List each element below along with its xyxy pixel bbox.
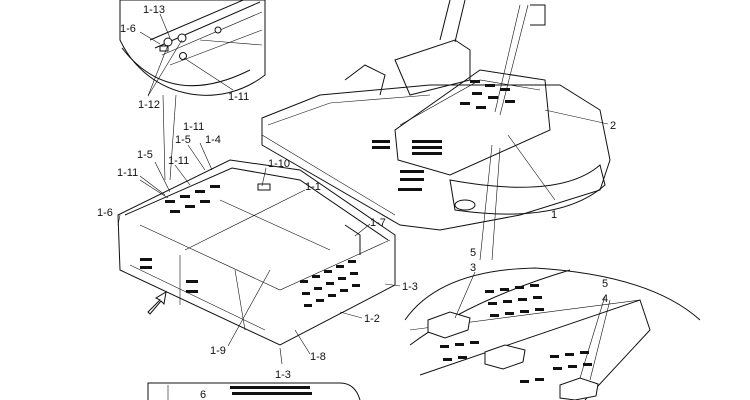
callout-1-5-a: 1-5 bbox=[175, 134, 191, 146]
callout-1-3-right: 1-3 bbox=[402, 281, 418, 293]
main-leaders bbox=[479, 4, 609, 261]
callout-4: 4 bbox=[602, 293, 608, 305]
callout-1-8: 1-8 bbox=[310, 351, 326, 363]
detail-leaders bbox=[139, 13, 234, 181]
detail-circle-bottom-right bbox=[404, 267, 701, 400]
excavator-upper-structure bbox=[261, 0, 611, 231]
callout-1-3-bottom: 1-3 bbox=[275, 369, 291, 381]
plate-slots bbox=[440, 284, 592, 383]
callout-1-11-a: 1-11 bbox=[183, 121, 204, 133]
direction-arrow-icon bbox=[147, 291, 167, 315]
callout-3: 3 bbox=[470, 262, 476, 274]
callout-1: 1 bbox=[551, 209, 557, 221]
bottom-part-cutoff bbox=[147, 382, 361, 400]
callout-1-6-main: 1-6 bbox=[97, 207, 113, 219]
callout-1-7: 1-7 bbox=[370, 217, 386, 229]
callout-labels: 1-13 1-6 1-12 1-11 1-11 1-5 1-4 1-5 1-11… bbox=[97, 4, 616, 400]
callout-1-6-detail: 1-6 bbox=[120, 23, 136, 35]
detail-leaders-bottom bbox=[454, 271, 611, 381]
callout-5-right: 5 bbox=[602, 278, 608, 290]
callout-1-11-b: 1-11 bbox=[168, 155, 189, 167]
hood-vents bbox=[140, 185, 360, 307]
callout-6: 6 bbox=[200, 389, 206, 400]
hood-leaders bbox=[117, 142, 401, 365]
callout-1-11-detail: 1-11 bbox=[228, 91, 249, 103]
callout-1-1: 1-1 bbox=[305, 181, 321, 193]
callout-1-9: 1-9 bbox=[210, 345, 226, 357]
callout-2: 2 bbox=[610, 120, 616, 132]
callout-1-12: 1-12 bbox=[138, 99, 160, 111]
callout-1-2: 1-2 bbox=[364, 313, 380, 325]
engine-hood-exploded bbox=[117, 159, 396, 346]
detail-circle-top-left bbox=[119, 0, 266, 96]
hood-louvers bbox=[372, 80, 515, 191]
callout-1-13: 1-13 bbox=[143, 4, 165, 16]
callout-5-left: 5 bbox=[470, 247, 476, 259]
callout-1-10: 1-10 bbox=[268, 158, 290, 170]
callout-1-11-c: 1-11 bbox=[117, 167, 138, 179]
callout-1-4: 1-4 bbox=[205, 134, 221, 146]
callout-1-5-b: 1-5 bbox=[137, 149, 153, 161]
